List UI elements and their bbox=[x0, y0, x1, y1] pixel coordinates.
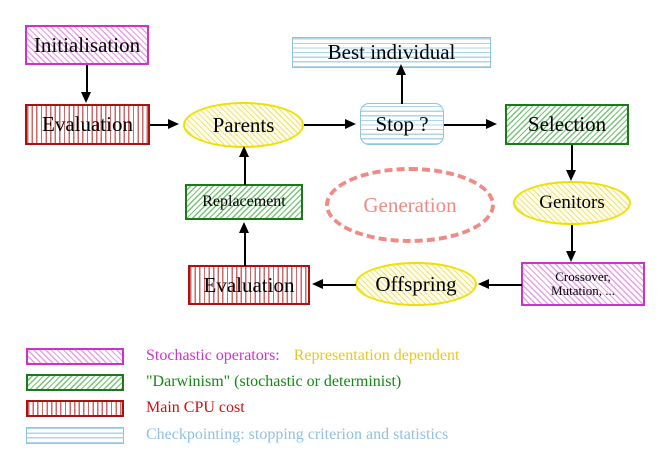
legend-label-stochastic-operators: Stochastic operators: bbox=[146, 347, 280, 364]
legend-swatch-green-diagonal-hatch bbox=[26, 373, 124, 391]
arrow-replacement-to-parents-head bbox=[239, 146, 249, 157]
arrow-selection-to-genitors-line bbox=[571, 145, 573, 173]
legend-label-main-cpu-cost: Main CPU cost bbox=[146, 399, 245, 416]
node-evaluation-bottom[interactable]: Evaluation bbox=[188, 265, 310, 305]
arrow-offspring-to-eval-head bbox=[312, 279, 323, 289]
legend-row-stochastic: Stochastic operators: Representation dep… bbox=[0, 345, 459, 367]
node-evaluation-top[interactable]: Evaluation bbox=[25, 104, 150, 145]
node-initialisation[interactable]: Initialisation bbox=[25, 25, 149, 65]
arrow-genitors-to-crossover-head bbox=[566, 251, 576, 262]
arrow-init-to-eval-line bbox=[86, 65, 88, 95]
arrow-stop-to-selection-head bbox=[486, 119, 497, 129]
node-selection[interactable]: Selection bbox=[505, 104, 629, 145]
arrow-genitors-to-crossover-line bbox=[571, 225, 573, 253]
arrow-parents-to-stop-head bbox=[345, 119, 356, 129]
node-genitors[interactable]: Genitors bbox=[513, 181, 631, 225]
legend-row-darwinism: "Darwinism" (stochastic or determinist) bbox=[0, 371, 401, 393]
legend-label-checkpointing: Checkpointing: stopping criterion and st… bbox=[146, 426, 449, 443]
legend-row-cpu-cost: Main CPU cost bbox=[0, 397, 245, 419]
legend-swatch-red-vertical-hatch bbox=[26, 399, 124, 417]
node-offspring[interactable]: Offspring bbox=[355, 262, 477, 306]
arrow-stop-to-best-head bbox=[396, 64, 406, 75]
node-crossover-mutation[interactable]: Crossover, Mutation, ... bbox=[521, 262, 645, 306]
arrow-stop-to-best-line bbox=[401, 72, 403, 104]
arrow-eval-to-parents-head bbox=[168, 119, 179, 129]
arrow-crossover-to-offspring-line bbox=[484, 284, 522, 286]
arrow-crossover-to-offspring-head bbox=[478, 279, 489, 289]
arrow-eval-to-parents-line bbox=[150, 124, 175, 126]
arrow-parents-to-stop-line bbox=[304, 124, 352, 126]
arrow-replacement-to-parents-line bbox=[244, 155, 246, 185]
node-best-individual[interactable]: Best individual bbox=[292, 37, 491, 68]
node-parents[interactable]: Parents bbox=[183, 102, 304, 148]
arrow-init-to-eval-head bbox=[81, 92, 91, 103]
legend-label-representation-dependent: Representation dependent bbox=[293, 347, 460, 364]
arrow-eval-to-replacement-head bbox=[239, 222, 249, 233]
arrow-offspring-to-eval-line bbox=[318, 284, 356, 286]
legend-swatch-magenta-diagonal-hatch bbox=[26, 347, 124, 365]
node-replacement[interactable]: Replacement bbox=[185, 184, 303, 220]
node-generation: Generation bbox=[325, 167, 495, 243]
legend-row-checkpointing: Checkpointing: stopping criterion and st… bbox=[0, 424, 448, 446]
arrow-eval-to-replacement-line bbox=[244, 229, 246, 266]
legend-label-darwinism: "Darwinism" (stochastic or determinist) bbox=[146, 373, 402, 390]
node-stop[interactable]: Stop ? bbox=[360, 103, 444, 145]
arrow-selection-to-genitors-head bbox=[566, 170, 576, 181]
arrow-stop-to-selection-line bbox=[444, 124, 492, 126]
legend-swatch-blue-horizontal-hatch bbox=[26, 426, 124, 444]
